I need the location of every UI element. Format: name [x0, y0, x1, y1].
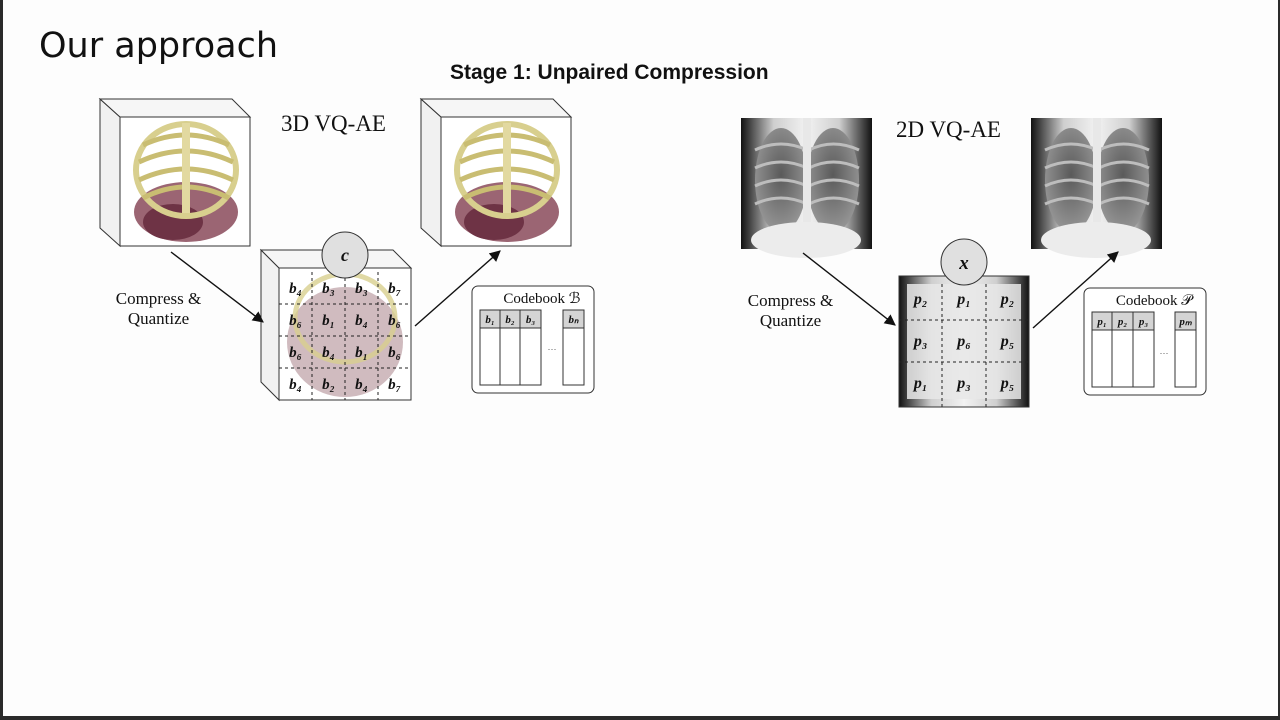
- latent-grid-left: b₄ b₃ b₃ b₇ b₆ b₁ b₄ b₆ b₆ b₄ b₁ b₆ b₄ b₂ b₄ b₇: [289, 281, 401, 393]
- latent-right-cell-r2c1: p₃: [955, 375, 971, 392]
- output-xray: [1031, 118, 1162, 258]
- latent-left-cell-r3c3: b₇: [388, 377, 401, 393]
- latent-grid-right: p₂ p₁ p₂ p₃ p₆ p₅ p₁ p₃ p₅: [912, 291, 1014, 392]
- right-compress-line2: Quantize: [759, 311, 822, 330]
- input-ct-volume: [98, 97, 252, 248]
- latent-right-cell-r1c0: p₃: [912, 333, 928, 350]
- ribcage-render: [133, 121, 239, 242]
- codebook-p-entry-1: p₂: [1117, 316, 1128, 328]
- compress-arrow-left: [170, 251, 264, 323]
- code-x-node: x: [940, 238, 988, 286]
- left-compress-line1: Compress &: [115, 289, 202, 308]
- latent-left-cell-r0c2: b₃: [355, 281, 368, 297]
- latent-left-cell-r0c1: b₃: [322, 281, 335, 297]
- codebook-b-title: Codebook ℬ: [503, 291, 580, 307]
- codebook-p-entry-0: p₁: [1096, 316, 1106, 328]
- latent-left-cell-r1c2: b₄: [355, 313, 368, 329]
- codebook-b-ellipsis: ···: [548, 344, 557, 354]
- ribcage-render-reconstructed: [454, 121, 560, 242]
- latent-left-cell-r1c1: b₁: [322, 313, 335, 329]
- right-compress-label: Compress & Quantize: [733, 291, 848, 331]
- latent-left-cell-r2c0: b₆: [289, 345, 302, 361]
- 3d-vqae-label: 3D VQ-AE: [281, 111, 386, 136]
- latent-left-cell-r1c3: b₆: [388, 313, 401, 329]
- code-c-symbol: c: [341, 245, 349, 265]
- codebook-p-ellipsis: ···: [1160, 348, 1169, 358]
- latent-left-cell-r1c0: b₆: [289, 313, 302, 329]
- code-c-node: c: [321, 231, 369, 279]
- codebook-p-entry-2: p₃: [1138, 316, 1149, 328]
- latent-right-cell-r1c2: p₅: [999, 333, 1015, 350]
- latent-left-cell-r0c3: b₇: [388, 281, 401, 297]
- decode-arrow-right: [1032, 251, 1119, 329]
- decode-arrow-left: [414, 250, 501, 327]
- compress-arrow-right: [802, 252, 896, 326]
- latent-code-grid: p₂ p₁ p₂ p₃ p₆ p₅ p₁ p₃ p₅: [898, 275, 1030, 408]
- latent-right-cell-r0c2: p₂: [999, 291, 1015, 308]
- slide: Our approach Stage 1: Unpaired Compressi…: [3, 0, 1278, 716]
- latent-right-cell-r1c1: p₆: [955, 333, 971, 350]
- codebook-b: Codebook ℬ b₁ b₂ b₃ bₙ ···: [471, 285, 595, 394]
- left-compress-line2: Quantize: [127, 309, 190, 328]
- input-xray: [741, 118, 872, 258]
- latent-right-cell-r0c0: p₂: [912, 291, 928, 308]
- 2d-vqae-label: 2D VQ-AE: [896, 117, 1001, 142]
- codebook-p-entry-3: pₘ: [1178, 316, 1193, 328]
- codebook-p-title: Codebook 𝒫: [1116, 293, 1194, 309]
- latent-right-cell-r2c0: p₁: [912, 375, 928, 392]
- codebook-b-entry-0: b₁: [485, 314, 494, 326]
- codebook-b-entry-1: b₂: [505, 314, 515, 326]
- latent-left-cell-r3c0: b₄: [289, 377, 302, 393]
- code-x-symbol: x: [958, 253, 969, 274]
- latent-left-cell-r0c0: b₄: [289, 281, 302, 297]
- approach-diagram: b₄ b₃ b₃ b₇ b₆ b₁ b₄ b₆ b₆ b₄ b₁ b₆ b₄ b₂ b₄ b₇ c Codeb…: [98, 97, 1207, 408]
- slide-title: Our approach: [39, 26, 279, 66]
- stage-title: Stage 1: Unpaired Compression: [450, 61, 769, 84]
- right-compress-line1: Compress &: [747, 291, 834, 310]
- output-ct-volume: [419, 97, 573, 248]
- codebook-b-entry-2: b₃: [526, 314, 536, 326]
- left-compress-label: Compress & Quantize: [101, 289, 216, 329]
- latent-right-cell-r0c1: p₁: [955, 291, 971, 308]
- latent-left-cell-r2c1: b₄: [322, 345, 335, 361]
- codebook-b-entry-3: bₙ: [569, 314, 580, 326]
- latent-left-cell-r2c2: b₁: [355, 345, 368, 361]
- latent-right-cell-r2c2: p₅: [999, 375, 1015, 392]
- latent-left-cell-r3c1: b₂: [322, 377, 335, 393]
- codebook-p: Codebook 𝒫 p₁ p₂ p₃ pₘ ···: [1083, 287, 1207, 396]
- latent-left-cell-r3c2: b₄: [355, 377, 368, 393]
- latent-left-cell-r2c3: b₆: [388, 345, 401, 361]
